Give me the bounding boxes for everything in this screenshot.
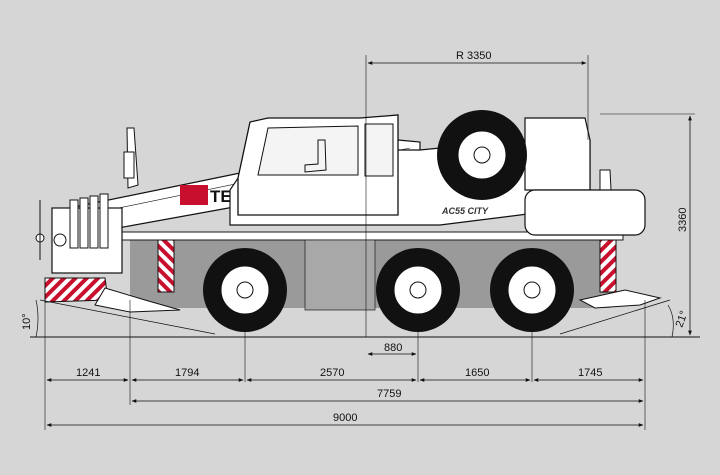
rear-step — [578, 289, 662, 309]
front-warning-panel — [157, 239, 175, 293]
operator-seat — [304, 139, 327, 173]
departure-angle-label: 21° — [674, 309, 691, 329]
overall-length-label: 9000 — [333, 412, 357, 424]
wheel-middle — [376, 248, 460, 332]
axle-offset-label: 880 — [384, 342, 402, 354]
swing-radius-label: R 3350 — [456, 50, 491, 62]
rear-warning-panel — [599, 239, 617, 293]
approach-line — [39, 299, 216, 335]
overall-height-label: 3360 — [677, 208, 689, 232]
front-step — [94, 287, 181, 313]
front-to-axle1-label: 1794 — [175, 367, 199, 379]
approach-angle-label: 10° — [21, 313, 33, 330]
axle2-to-axle3-label: 1650 — [465, 367, 489, 379]
brand-logo: TE — [210, 187, 232, 206]
front-overhang-label: 1241 — [76, 367, 100, 379]
chassis-mid-block — [304, 239, 376, 311]
length-without-front-label: 7759 — [377, 388, 401, 400]
hook-sheaves — [35, 193, 109, 249]
cab-window — [257, 125, 359, 176]
logo-block: TE — [180, 185, 232, 206]
wheel-rear — [490, 248, 574, 332]
extension-lines — [44, 300, 646, 430]
rear-engine-box — [524, 189, 646, 236]
rear-overhang-label: 1745 — [578, 367, 602, 379]
cab-door-window — [364, 123, 394, 177]
axle1-to-axle2-label: 2570 — [320, 367, 344, 379]
departure-line — [559, 299, 671, 335]
wheel-front — [203, 248, 287, 332]
counterweight — [524, 117, 591, 191]
model-badge: AC55 CITY — [441, 206, 489, 216]
